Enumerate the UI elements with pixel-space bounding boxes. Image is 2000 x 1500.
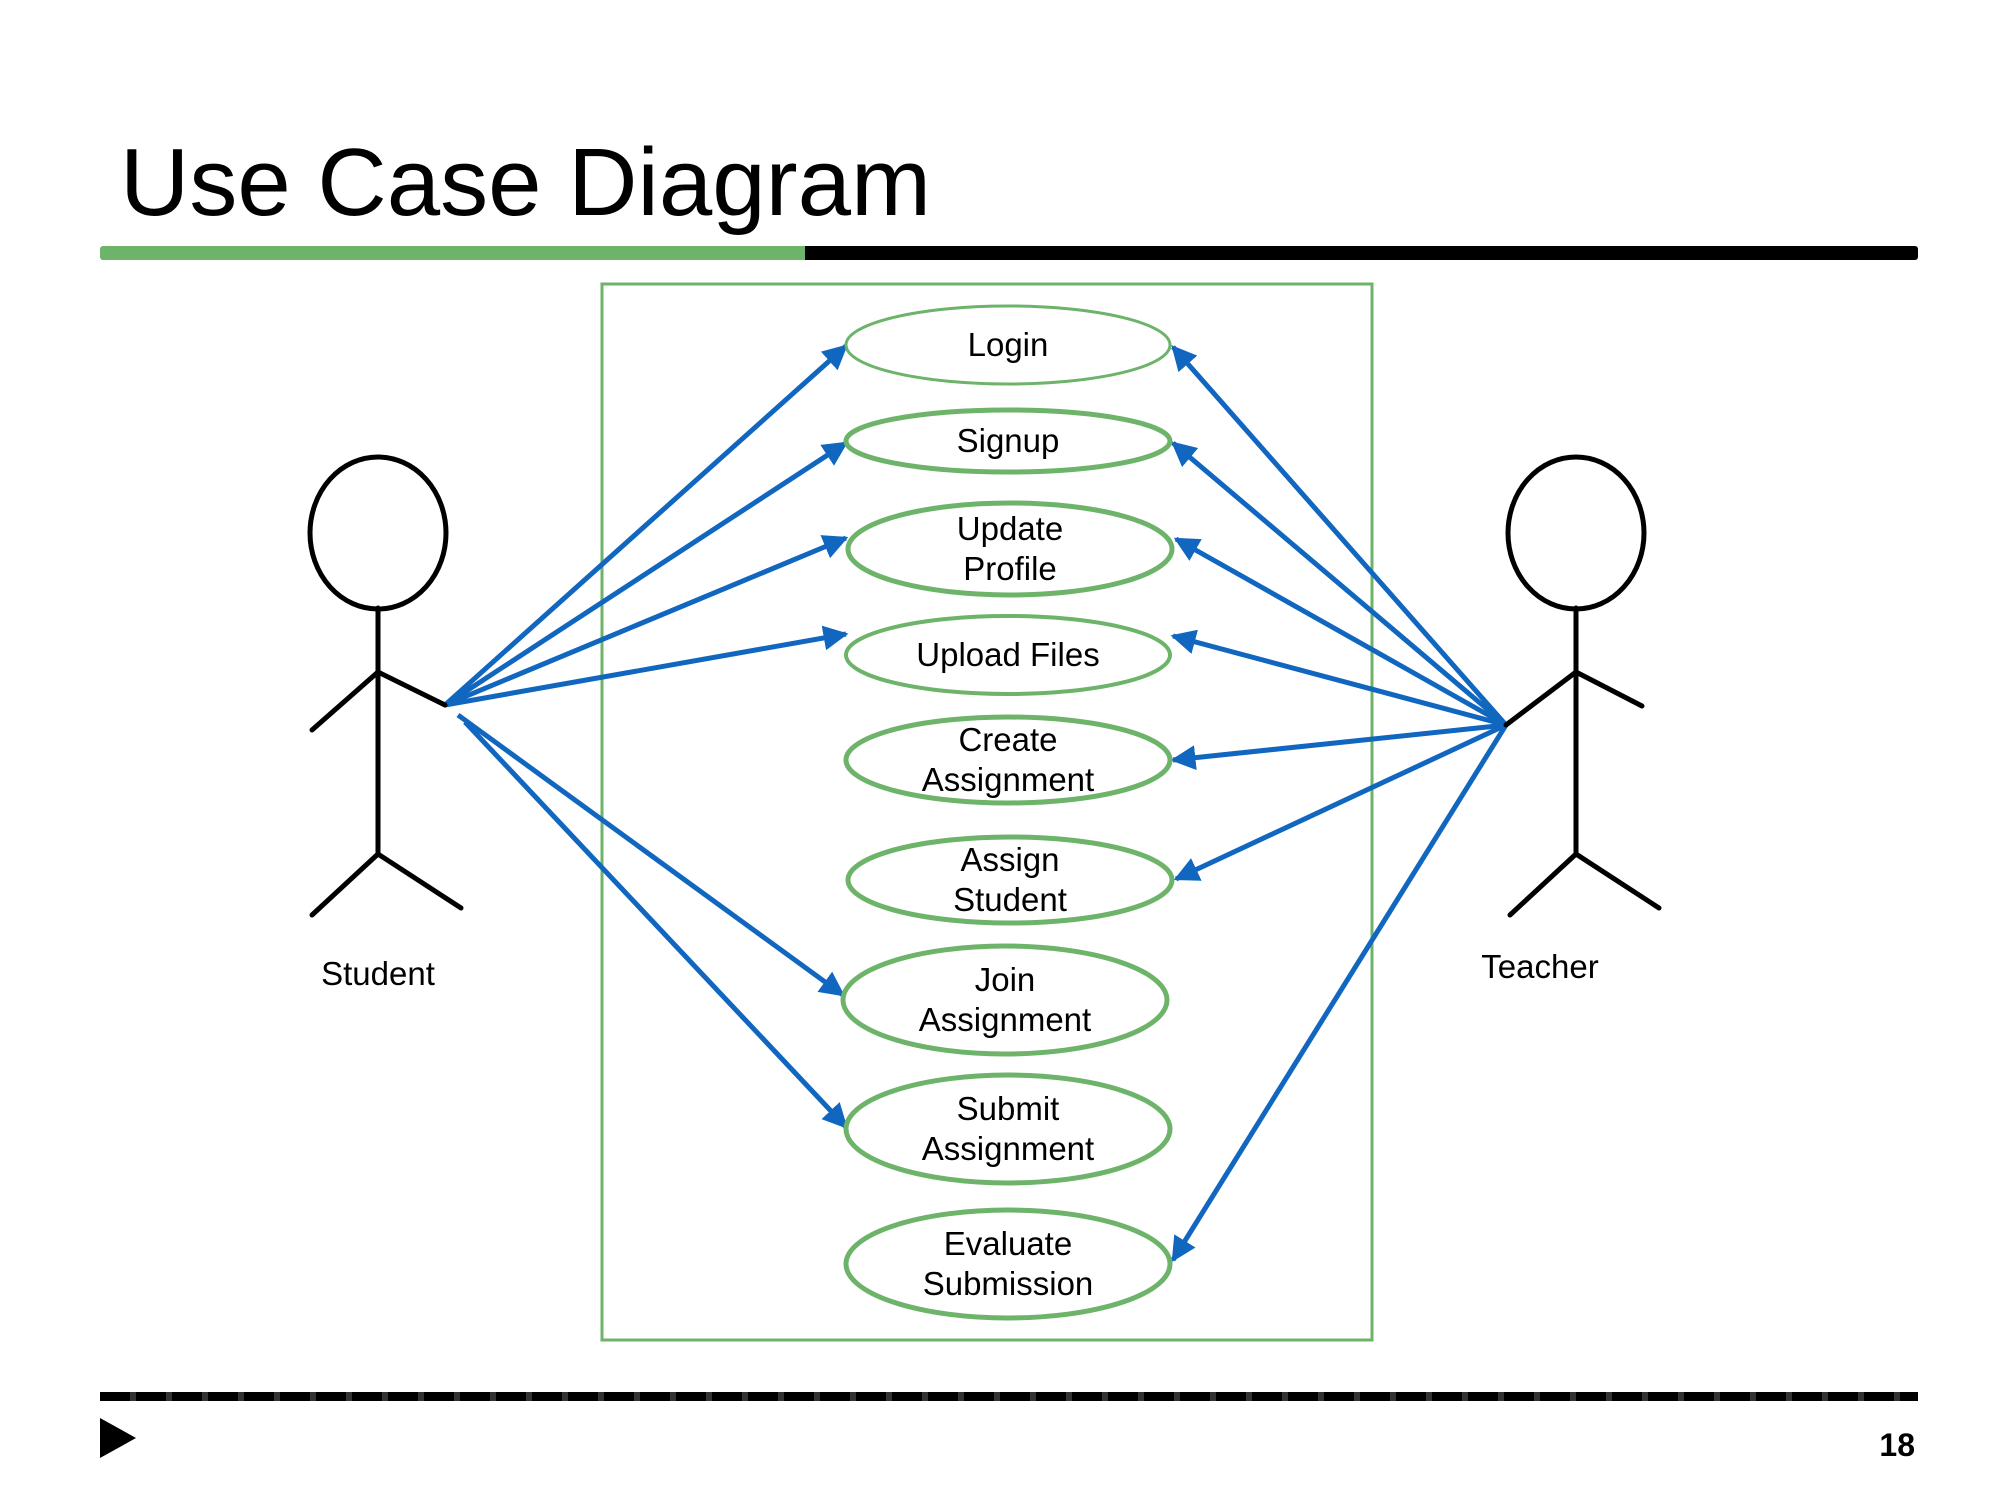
actor-leg-right (375, 851, 464, 911)
use-case-ellipse (840, 943, 1170, 1057)
actor-student: Student (307, 454, 464, 992)
association-arrow-student-upload-files (444, 625, 849, 708)
use-case-ellipse (845, 500, 1175, 598)
association-arrow-teacher-create-assignment (1170, 722, 1507, 771)
use-case-label: Student (953, 881, 1067, 918)
association-arrow-student-signup (443, 440, 849, 708)
use-case-label: Evaluate (944, 1225, 1072, 1262)
association-arrow-teacher-signup (1171, 441, 1508, 727)
use-case-ellipse (843, 714, 1173, 806)
actor-arm-right (1573, 669, 1645, 709)
use-case-label: Update (957, 510, 1063, 547)
association-arrow-teacher-assign-student (1173, 722, 1508, 882)
use-case-label: Profile (963, 550, 1057, 587)
use-case-signup: Signup (843, 407, 1173, 475)
use-case-ellipse (843, 407, 1173, 475)
association-arrow-student-login (443, 344, 848, 707)
use-case-ellipse (845, 834, 1175, 926)
actor-leg-left (309, 851, 381, 918)
association-arrow-student-submit-assignment (463, 720, 848, 1129)
use-case-label: Upload Files (916, 636, 1099, 673)
system-boundary (600, 282, 1374, 1342)
association-arrow-student-join-assignment (456, 712, 846, 998)
actor-head (1505, 454, 1647, 612)
use-case-ellipse (844, 614, 1172, 696)
actor-leg-left (1507, 851, 1579, 918)
actor-label: Teacher (1481, 948, 1598, 985)
use-case-label: Submit (957, 1090, 1060, 1127)
use-case-login: Login (844, 304, 1172, 386)
use-case-label: Login (968, 326, 1049, 363)
association-arrow-teacher-login (1171, 345, 1508, 727)
association-arrow-student-update-profile (444, 535, 849, 708)
use-case-label: Create (958, 721, 1057, 758)
use-case-label: Assign (960, 841, 1059, 878)
slide-title: Use Case Diagram (120, 129, 931, 236)
actor-arm-left (1503, 669, 1579, 728)
title-underline (805, 246, 1918, 260)
actor-leg-right (1573, 851, 1662, 911)
actor-label: Student (321, 955, 435, 992)
use-case-ellipse (843, 1072, 1173, 1186)
association-arrow-teacher-upload-files (1170, 629, 1507, 728)
title-underline-accent (100, 246, 805, 260)
actor-head (307, 454, 449, 612)
use-case-label: Signup (957, 422, 1060, 459)
use-case-ellipse (843, 1207, 1173, 1321)
actor-teacher: Teacher (1481, 454, 1662, 985)
use-case-label: Submission (923, 1265, 1094, 1302)
page-number: 18 (1879, 1427, 1915, 1463)
use-case-label: Assignment (922, 1130, 1094, 1167)
association-arrow-teacher-update-profile (1173, 536, 1508, 728)
actor-arm-right (375, 669, 448, 708)
use-case-upload-files: Upload Files (844, 614, 1172, 696)
use-case-label: Join (975, 961, 1036, 998)
associations (443, 344, 1509, 1263)
footer-rule (100, 1392, 1918, 1401)
use-case-label: Assignment (919, 1001, 1091, 1038)
use-case-label: Assignment (922, 761, 1094, 798)
association-arrow-teacher-evaluate-submission (1170, 723, 1509, 1263)
actor-arm-left (309, 669, 381, 733)
play-triangle-icon (100, 1418, 136, 1458)
use-case-ellipse (844, 304, 1172, 386)
